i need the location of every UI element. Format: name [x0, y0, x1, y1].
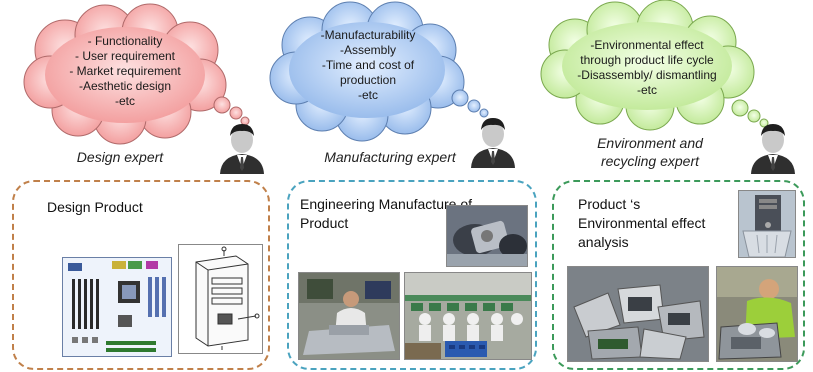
manufacturing-expert-label: Manufacturing expert: [324, 149, 456, 165]
environment-product-box: [552, 180, 805, 370]
computer-tower-in-bin-photo: [738, 190, 796, 258]
cloud-design-text: - Functionality - User requirement - Mar…: [69, 34, 181, 108]
businessman-icon: [751, 124, 795, 174]
businessman-icon: [471, 118, 515, 168]
environment-expert-label: Environment and recycling expert: [597, 135, 703, 169]
worker-in-factory-photo: [298, 272, 400, 360]
businessman-icon: [220, 124, 264, 174]
motherboard-schematic-image: [62, 257, 172, 357]
design-expert-label: Design expert: [76, 149, 164, 165]
design-product-box: [12, 180, 270, 370]
hands-assembling-part-photo: [446, 205, 528, 267]
assembly-line-photo: [404, 272, 532, 360]
cloud-manufacturing-text: -Manufacturability -Assembly -Time and c…: [320, 28, 416, 102]
cloud-environment-text: -Environmental effect through product li…: [577, 38, 717, 97]
design-product-title: Design Product: [47, 199, 143, 215]
electronic-waste-pile-photo: [567, 266, 709, 362]
computer-case-sketch-image: [178, 244, 263, 354]
manufacture-product-box: [287, 180, 537, 370]
manufacture-product-title: Engineering Manufacture of Product: [300, 196, 472, 231]
environment-product-title: Product ‘s Environmental effect analysis: [578, 196, 706, 250]
worker-dismantling-photo: [716, 266, 798, 362]
